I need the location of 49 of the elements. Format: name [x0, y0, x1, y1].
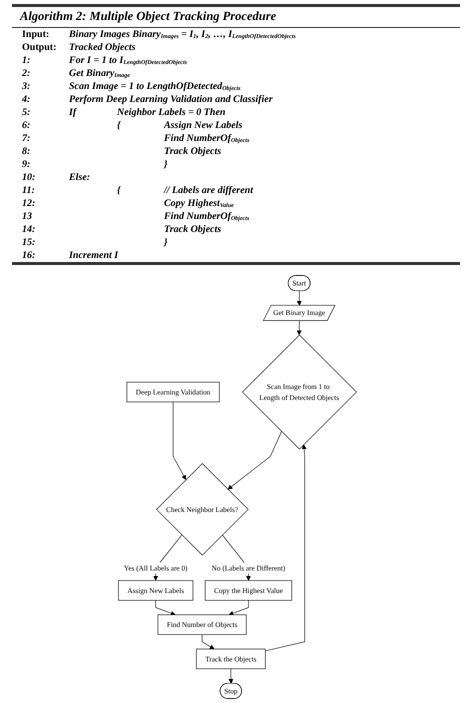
line-number: 2: [22, 67, 30, 80]
line-number: 11: [22, 184, 35, 197]
arrow [264, 444, 306, 652]
line-number: 4: [22, 93, 30, 106]
pseudocode-line: Get Binary$_{Image}$ [69, 67, 130, 80]
brace: } [164, 158, 168, 171]
pseudocode-line: Assign New Labels [164, 119, 242, 132]
line-number: 16: [22, 249, 36, 262]
field-label: Output: [22, 41, 56, 54]
brace: { [117, 184, 120, 197]
pseudocode-line: Track Objects [164, 223, 222, 236]
arrow [154, 600, 176, 616]
line-number: 7: [22, 132, 30, 145]
arrow [201, 634, 214, 650]
input-text: Binary Images Binary$_{Images}$ = I$_{1}$, I$_{2}$, …, I$_{LengthOfDetectedObjects}$ [69, 28, 296, 41]
line-number: 10: [22, 171, 36, 184]
brace: } [164, 236, 168, 249]
keyword: Else: [69, 171, 90, 184]
keyword: If [69, 106, 76, 119]
line-number: 8: [22, 145, 30, 158]
pseudocode-line: Find NumberOf$_{Objects}$ [164, 210, 250, 223]
pseudocode-line: Neighbor Labels = 0 Then [117, 106, 226, 119]
code-comment: // Labels are different [164, 184, 253, 197]
line-number: 14: [22, 223, 36, 236]
field-label: Input: [22, 28, 50, 41]
output-text: Tracked Objects [69, 41, 136, 54]
line-number: 13 [22, 210, 32, 223]
brace: { [117, 119, 120, 132]
arrow [296, 290, 302, 306]
pseudocode-line: For I = 1 to I$_{LengthOfDetectedObjects}$ [69, 54, 187, 67]
arrow [228, 668, 233, 684]
line-number: 12: [22, 197, 36, 210]
arrow [172, 402, 186, 480]
pseudocode-line: Increment I [69, 249, 118, 262]
arrow [227, 431, 282, 490]
arrow [296, 320, 302, 336]
line-number: 6: [22, 119, 30, 132]
pseudocode-line: Perform Deep Learning Validation and Classifier [69, 93, 273, 106]
line-number: 3: [22, 80, 30, 93]
line-number: 15: [22, 236, 36, 249]
pseudocode-line: Scan Image = 1 to LengthOfDetected$_{Objects}$ [69, 80, 241, 93]
line-number: 9: [22, 158, 30, 171]
arrow [228, 600, 248, 616]
line-number: 1: [22, 54, 30, 67]
line-number: 5: [22, 106, 30, 119]
pseudocode-line: Find NumberOf$_{Objects}$ [164, 132, 250, 145]
pseudocode-line: Track Objects [164, 145, 222, 158]
pseudocode-line: Copy Highest$_{Value}$ [164, 197, 234, 210]
algorithm-title: Algorithm 2: Multiple Object Tracking Procedure [18, 8, 278, 25]
